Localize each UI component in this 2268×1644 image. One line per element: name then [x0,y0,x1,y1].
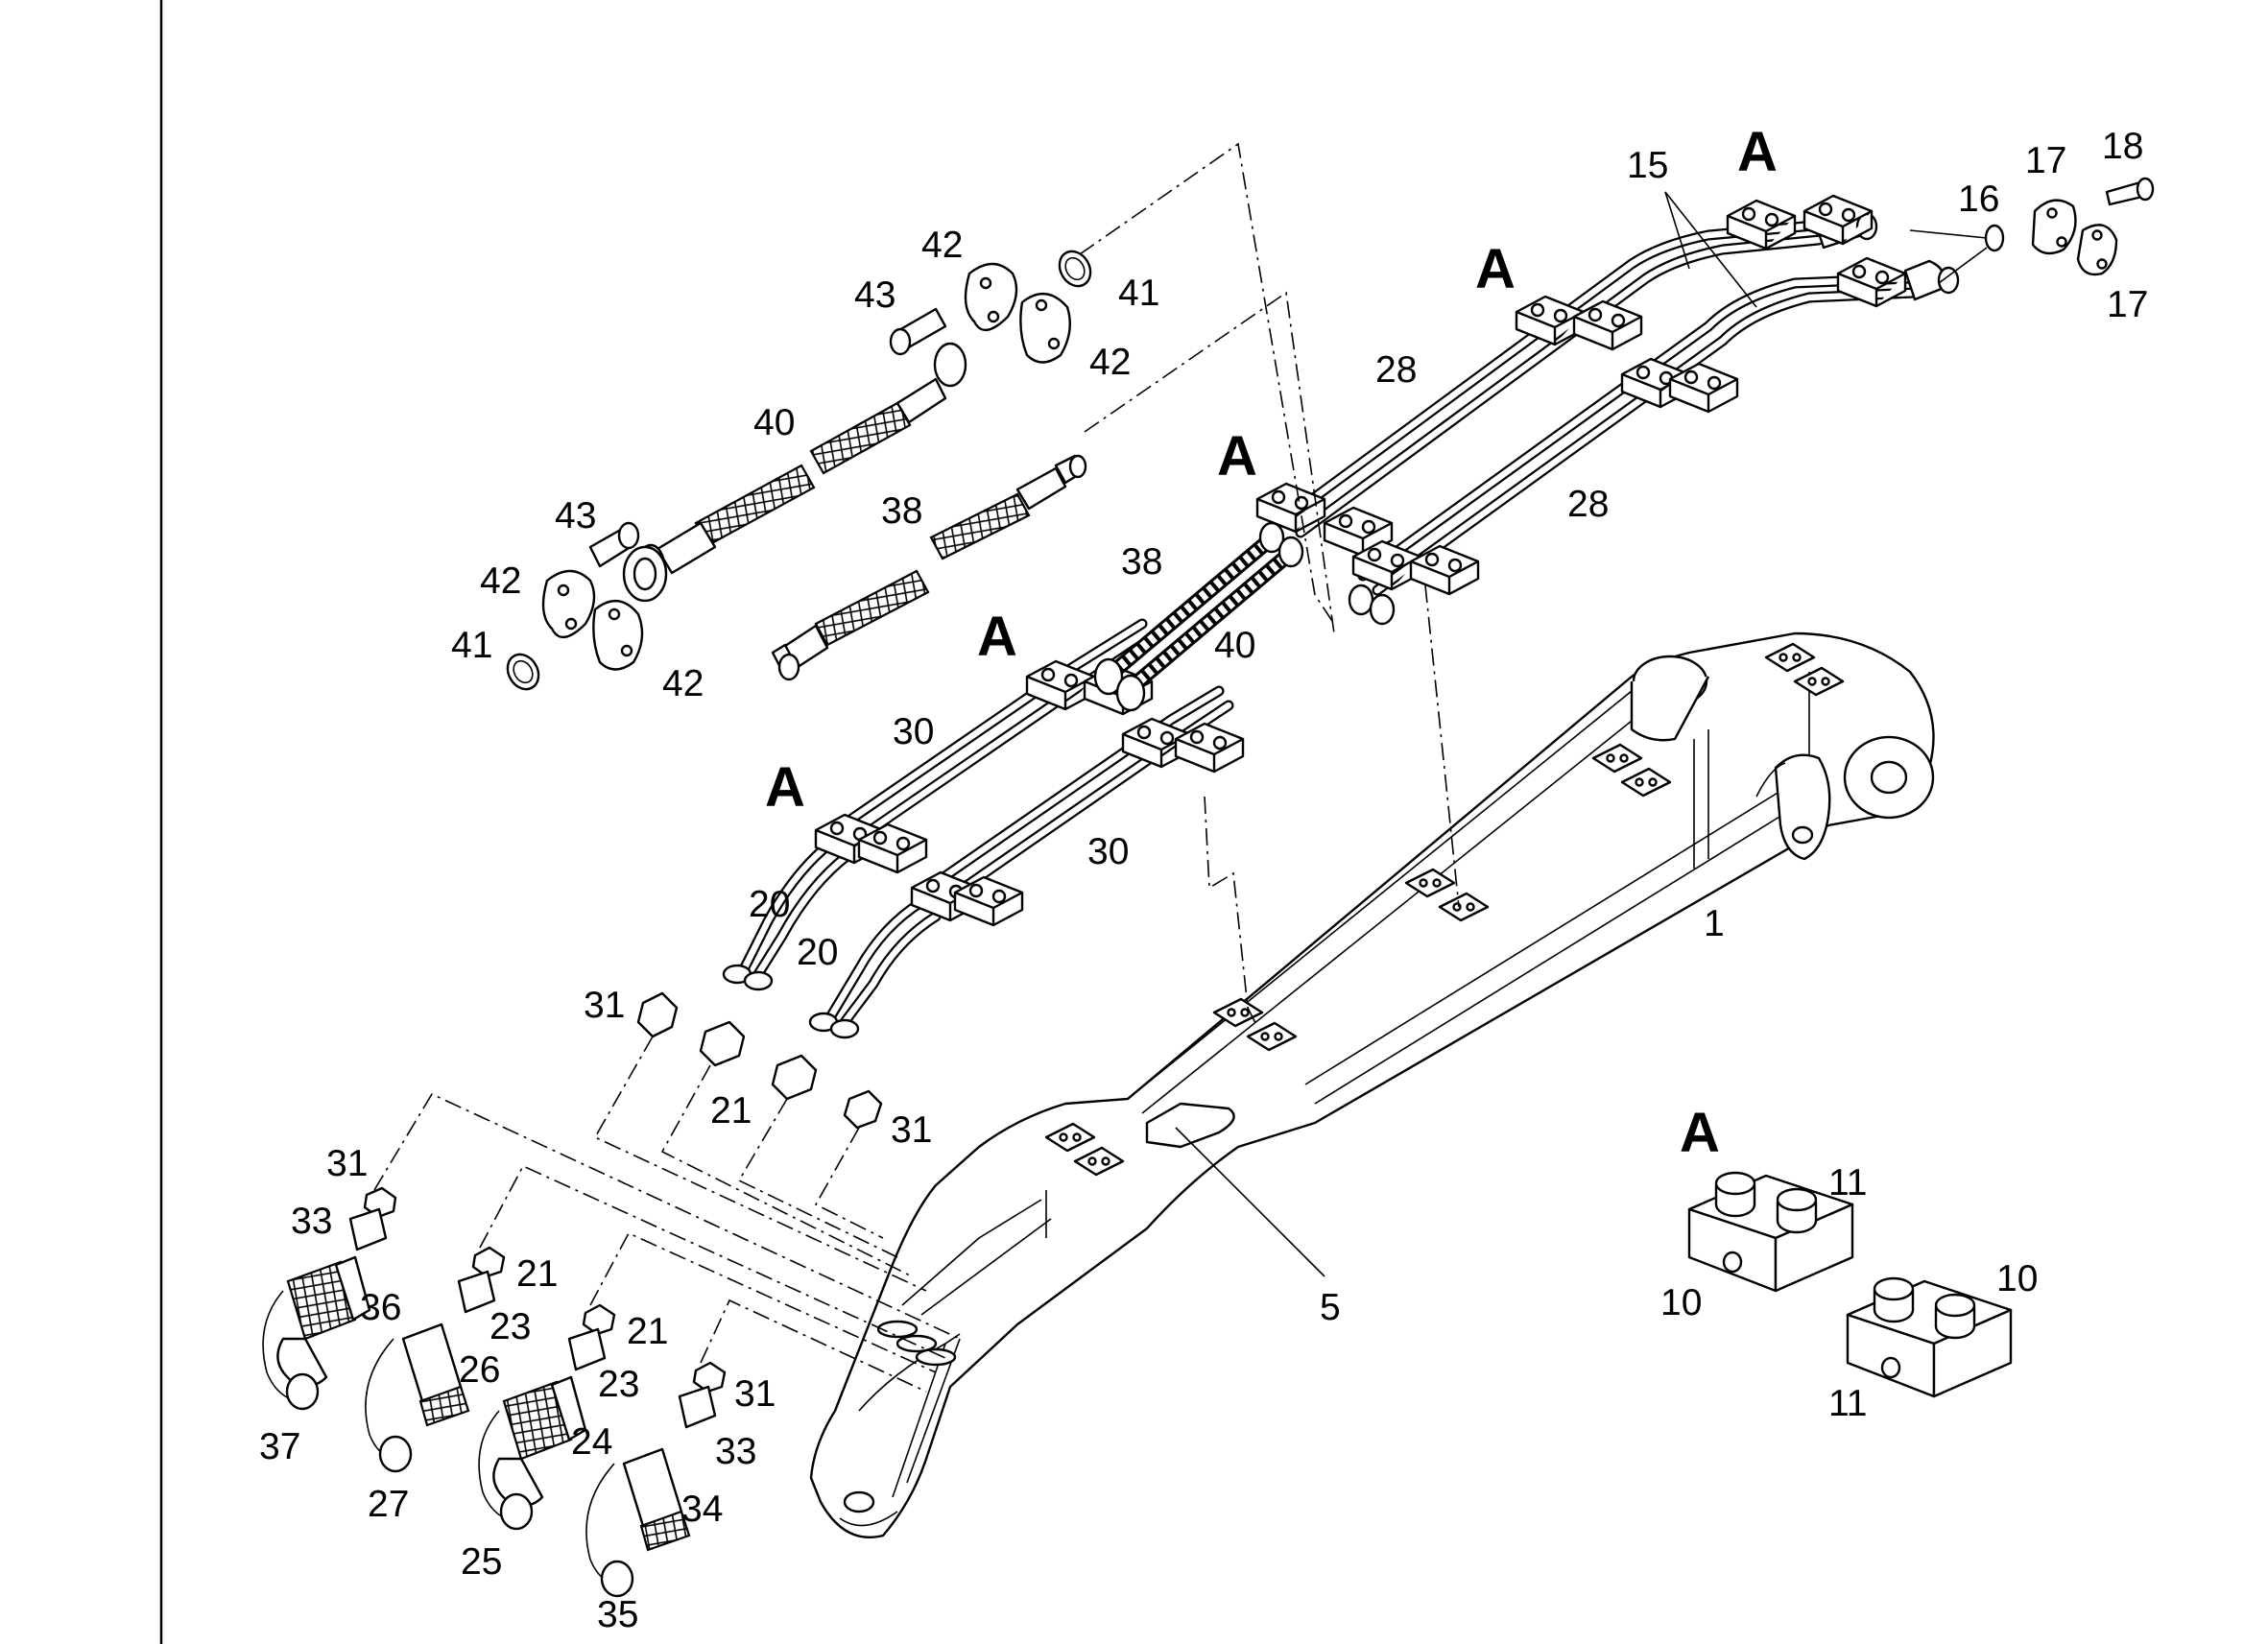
label-40: 40 [753,402,795,443]
o-rings-41 [506,250,1092,691]
label-35: 35 [597,1594,638,1635]
label-21: 21 [710,1090,752,1132]
label-31: 31 [584,985,625,1026]
label-33: 33 [715,1431,756,1472]
label-38: 38 [1121,541,1162,583]
label-40: 40 [1214,625,1255,666]
label-21: 21 [516,1253,558,1295]
label-43: 43 [854,274,895,316]
label-26: 26 [459,1349,500,1391]
callout-a: A [1737,121,1778,183]
label-1: 1 [1704,903,1725,944]
label-31: 31 [891,1109,932,1151]
label-25: 25 [461,1541,502,1583]
label-11: 11 [1828,1383,1868,1424]
label-27: 27 [368,1484,409,1525]
label-16: 16 [1958,179,1999,220]
label-21: 21 [627,1311,668,1352]
label-30: 30 [893,711,934,752]
label-33: 33 [291,1201,332,1242]
label-23: 23 [598,1364,639,1405]
label-15: 15 [1627,145,1668,186]
steel-pipes [722,191,1960,1039]
label-38: 38 [881,490,922,532]
screws-43 [588,307,947,568]
label-41: 41 [451,625,492,666]
label-37: 37 [259,1426,300,1467]
label-41: 41 [1118,273,1159,314]
hose-38-exploded [771,454,1087,681]
callout-a: A [1475,238,1516,300]
label-18: 18 [2102,126,2143,167]
label-17: 17 [2025,140,2066,181]
label-10: 10 [1996,1258,2038,1299]
hose-40-exploded [622,342,967,603]
label-20: 20 [749,884,790,925]
detail-a-clamp [1687,1171,2013,1398]
label-28: 28 [1375,349,1417,391]
label-42: 42 [480,560,521,602]
callout-a: A [765,756,805,819]
leader-5 [1175,1127,1325,1277]
nuts-and-adapters-left [348,1186,727,1429]
label-36: 36 [360,1287,401,1328]
detail-a-title: A [1680,1102,1720,1164]
arm-clamp-plates [1044,642,1845,1177]
arm-body-1 [809,631,1935,1538]
clamp-position-callouts: A A A A A A [765,121,1778,1164]
label-28: 28 [1567,484,1609,525]
label-30: 30 [1087,831,1129,872]
label-24: 24 [571,1421,612,1463]
label-17: 17 [2107,284,2148,325]
label-42: 42 [662,663,704,704]
fittings-31-21 [636,991,883,1130]
flange-set-right [1909,177,2155,284]
label-23: 23 [489,1306,531,1347]
pipe-clamp-blocks [814,194,1907,927]
label-42: 42 [921,225,963,266]
quick-couplers [262,1255,691,1598]
callout-a: A [1217,425,1257,488]
part-labels: 1 5 10 10 11 11 15 16 17 17 18 20 20 21 … [259,126,2148,1635]
flange-halves-42 [541,262,1071,671]
label-42: 42 [1089,342,1131,383]
label-43: 43 [555,495,596,536]
label-20: 20 [797,932,838,973]
assembly-leader-lines [373,142,1460,1393]
label-5: 5 [1320,1287,1341,1328]
flex-hoses-mid [1093,521,1396,712]
label-10: 10 [1660,1282,1702,1323]
label-31: 31 [326,1143,368,1184]
label-34: 34 [681,1489,723,1530]
callout-a: A [977,606,1017,668]
label-31: 31 [734,1373,776,1415]
label-11: 11 [1828,1162,1868,1203]
